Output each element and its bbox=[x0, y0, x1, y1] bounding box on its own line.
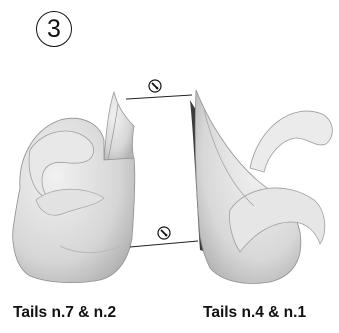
left-model-caption: Tails n.7 & n.2 bbox=[13, 304, 116, 322]
connector-lines bbox=[126, 95, 198, 247]
left-tail-model bbox=[13, 92, 135, 283]
pointer-target-icon bbox=[158, 227, 170, 239]
right-tail-model bbox=[190, 90, 332, 283]
right-model-caption: Tails n.4 & n.1 bbox=[203, 304, 306, 322]
pointer-target-icon bbox=[149, 80, 161, 92]
